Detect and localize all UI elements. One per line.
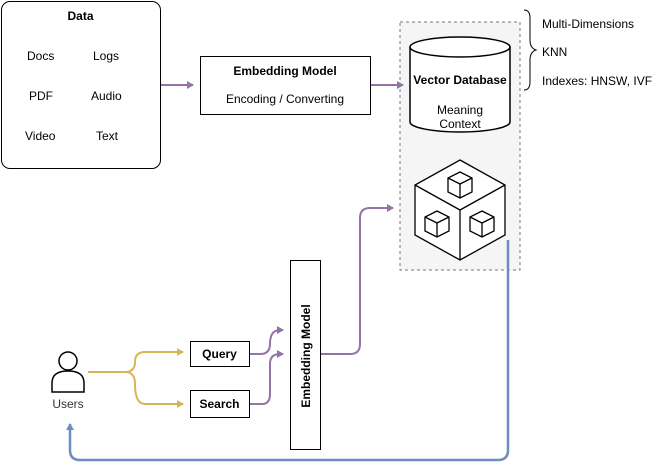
data-item-video: Video (25, 129, 56, 143)
arrow-users-to-search (88, 371, 184, 408)
query-box: Query (190, 341, 250, 367)
search-box: Search (190, 390, 250, 418)
data-item-text: Text (96, 129, 119, 143)
vector-db-meaning: Meaning (436, 103, 484, 117)
embedding-model-vertical-box: Embedding Model (290, 260, 321, 450)
database-cylinder (409, 36, 511, 133)
embedding-model-vertical-label: Embedding Model (299, 304, 313, 408)
data-item-logs: Logs (93, 49, 120, 63)
search-label: Search (199, 397, 240, 411)
arrow-embedding-to-cubes (321, 204, 394, 355)
embedding-model-box: Embedding Model Encoding / Converting (200, 56, 371, 115)
cubes-icon (414, 159, 506, 261)
data-box: Data Docs Logs PDF Audio Video Text (1, 1, 161, 169)
arrow-results-to-users (66, 240, 510, 462)
arrow-search-to-embedding (250, 350, 284, 405)
vector-db-title: Vector Database (413, 73, 507, 87)
user-icon (51, 351, 85, 393)
feature-knn: KNN (542, 45, 568, 59)
query-label: Query (202, 347, 237, 361)
data-item-docs: Docs (27, 49, 55, 63)
feature-indexes: Indexes: HNSW, IVF (542, 74, 653, 88)
features-brace (523, 9, 538, 91)
data-item-pdf: PDF (29, 89, 53, 103)
arrow-query-to-embedding (250, 326, 284, 355)
embedding-model-title: Embedding Model (233, 64, 337, 78)
data-item-audio: Audio (91, 89, 122, 103)
feature-multi-dimensions: Multi-Dimensions (542, 17, 635, 31)
data-box-title: Data (67, 9, 94, 23)
users-label: Users (52, 397, 84, 411)
embedding-model-subtitle: Encoding / Converting (225, 92, 345, 106)
arrow-users-to-query (88, 348, 184, 373)
vector-db-context: Context (439, 117, 481, 131)
